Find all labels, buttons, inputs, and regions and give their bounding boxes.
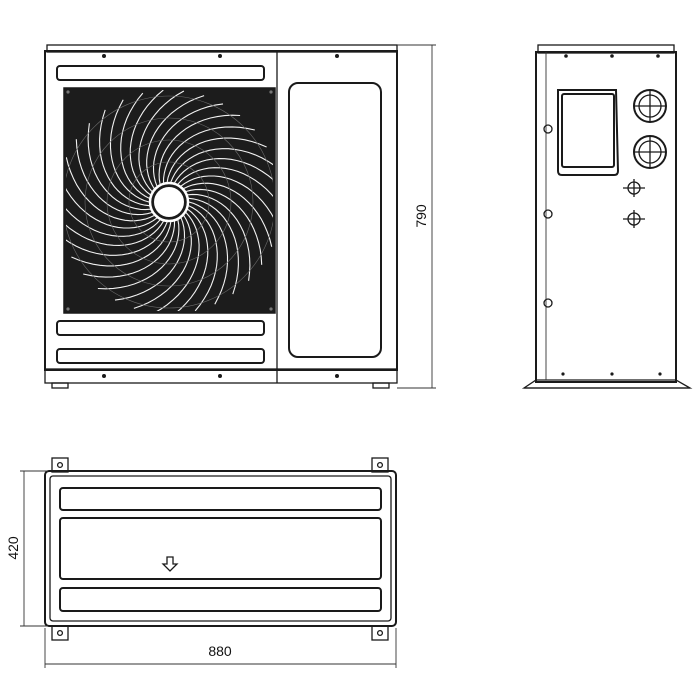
fan-spoke [133,215,192,309]
side-body [535,51,677,383]
bracket [371,625,389,641]
fan-spoke [174,158,273,184]
top-slot-2 [59,517,382,580]
front-view: 790 [44,44,436,389]
fan-spoke [166,137,267,183]
fan-spoke [66,188,158,229]
airflow-arrow-icon [161,556,179,572]
front-top-slot [56,65,265,81]
fan-spoke [83,221,176,278]
top-view: 420 880 [5,457,397,668]
side-control-window [561,93,615,168]
screw [218,374,222,378]
pipe-connection-icon [633,135,667,169]
front-foot-left [51,382,69,389]
front-bottom-slot-1 [56,320,265,336]
fan-ring [84,117,254,287]
width-label: 880 [208,643,232,659]
width-dimension: 880 [44,628,397,668]
fan-spoke [66,221,168,256]
fan-ring [106,139,232,265]
fan-ring [128,161,210,243]
fan-spoke [66,157,155,222]
small-port-icon [623,179,645,197]
side-hinge [543,124,553,134]
screw [102,374,106,378]
fan-ring [66,95,273,309]
fan-spoke [66,220,164,246]
fan-spoke [97,219,180,290]
fan-spoke [156,212,200,311]
bracket [51,625,69,641]
fan-spoke [109,99,150,203]
fan-spoke [188,201,229,305]
top-slot-1 [59,487,382,511]
bracket [51,457,69,473]
bracket [371,457,389,473]
fan-spoke [87,123,151,211]
fan-spoke [185,188,263,265]
fan-spoke [162,126,255,183]
side-hinge [543,298,553,308]
front-foot-right [372,382,390,389]
depth-dimension: 420 [5,470,48,627]
front-body [44,50,398,371]
fan-spoke [177,167,273,198]
fan-spoke [188,197,239,295]
screw [218,54,222,58]
fan-spoke [152,103,224,187]
front-base [44,368,398,384]
fan-spoke [75,139,153,216]
side-hinge [543,209,553,219]
side-view [521,44,693,389]
fan-spoke [129,90,164,196]
fan-spoke [170,148,273,183]
fan-spoke [180,175,273,218]
fan-spoke [158,114,241,185]
fan-spoke [114,217,186,301]
front-service-panel [288,82,382,358]
small-port-icon [623,210,645,228]
fan-spoke [187,193,251,281]
fan-spoke [188,205,218,311]
fan-spoke [183,182,273,247]
height-label: 790 [413,204,429,228]
fan-spoke [138,90,185,192]
depth-label: 420 [5,536,21,560]
screw [102,54,106,58]
fan-spoke [71,221,172,267]
top-body-outer [44,470,397,627]
fan-spoke [99,109,150,207]
height-dimension: 790 [397,44,436,389]
fan-spoke [66,208,161,237]
front-bottom-slot-2 [56,348,265,364]
fan-spoke [177,208,209,311]
pipe-connection-icon [633,89,667,123]
fan-spoke [120,92,150,199]
screw [335,54,339,58]
side-control-box [557,89,620,176]
top-body-inner [49,475,392,622]
screw [335,374,339,378]
fan-grille-icon [63,87,276,314]
top-slot-3 [59,587,382,612]
fan-spoke [146,95,205,189]
